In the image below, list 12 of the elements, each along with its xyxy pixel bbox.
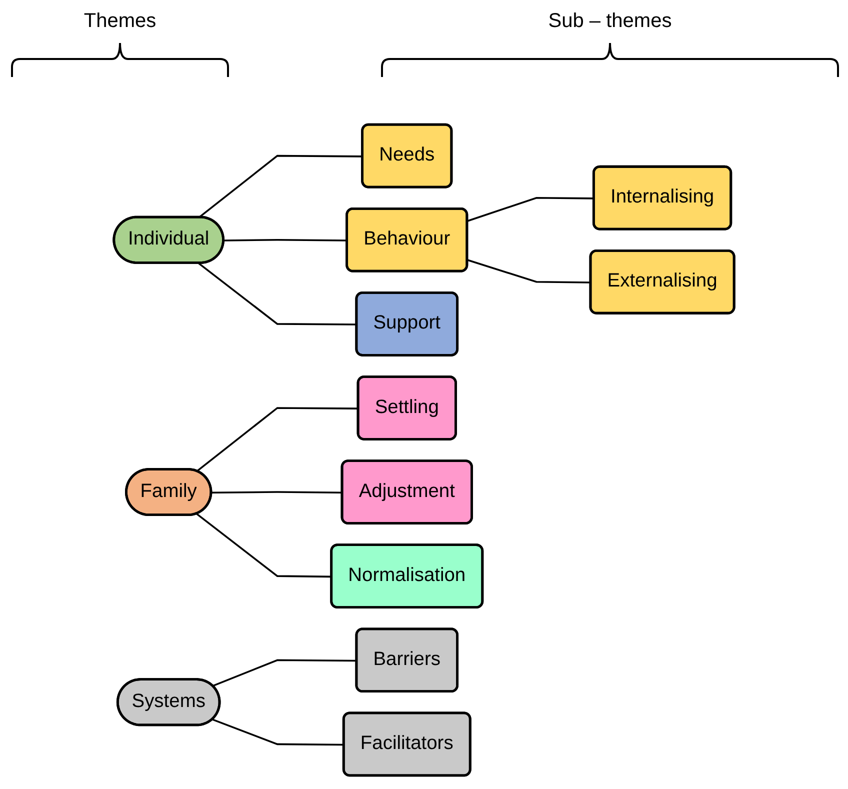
connector	[467, 258, 592, 283]
connector	[196, 512, 332, 578]
column-heading: Themes	[84, 10, 156, 33]
connector	[467, 196, 594, 222]
connector	[212, 490, 343, 494]
connector	[198, 262, 358, 325]
connector	[224, 238, 348, 241]
connector	[212, 718, 344, 746]
connector	[198, 154, 363, 218]
connector	[196, 406, 359, 472]
column-heading: Sub – themes	[548, 10, 672, 33]
connector	[212, 658, 358, 686]
